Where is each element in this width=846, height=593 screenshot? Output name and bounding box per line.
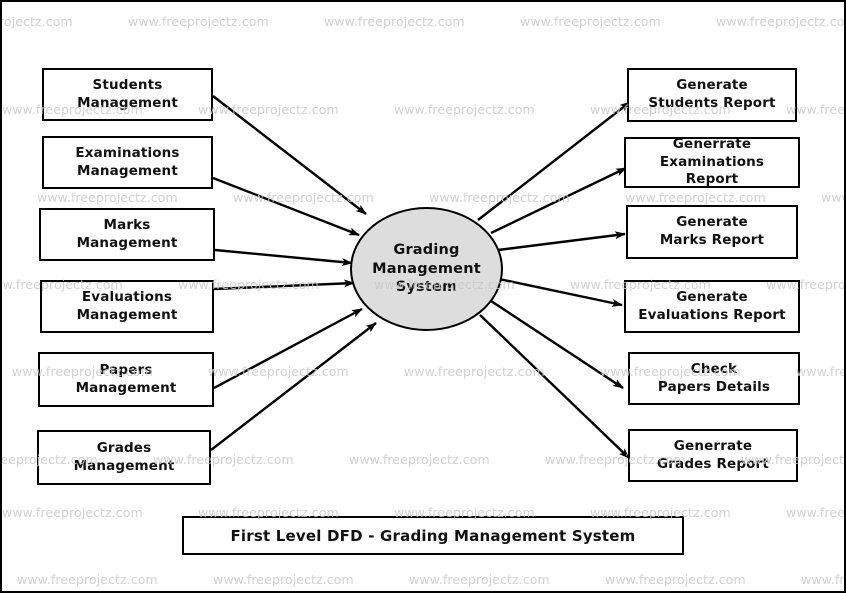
entity-check-papers-details[interactable]: Check Papers Details bbox=[628, 352, 800, 405]
entity-label-line1: Check bbox=[690, 360, 738, 377]
diagram-caption-label: First Level DFD - Grading Management Sys… bbox=[230, 526, 636, 545]
arrow-process-to-marks-report bbox=[497, 231, 626, 252]
entity-label: Examinations Management bbox=[69, 145, 185, 181]
arrow-process-to-examinations-report bbox=[490, 166, 627, 235]
entity-label-line1: Generate bbox=[676, 214, 748, 231]
entity-label: Grades Management bbox=[68, 440, 181, 476]
arrow-evaluations-to-process bbox=[213, 279, 355, 291]
entity-label-line1: Students bbox=[92, 76, 163, 93]
entity-generate-students-report[interactable]: Generate Students Report bbox=[627, 68, 797, 122]
entity-label: Check Papers Details bbox=[652, 361, 776, 397]
arrow-students-to-process bbox=[212, 95, 367, 215]
entity-label: Marks Management bbox=[71, 217, 184, 253]
entity-generate-examinations-report[interactable]: Generrate Examinations Report bbox=[624, 136, 800, 189]
entity-label-line1: Marks bbox=[103, 216, 151, 233]
entity-label-line2: Management bbox=[76, 306, 178, 323]
entity-marks-management[interactable]: Marks Management bbox=[39, 208, 215, 261]
arrow-marks-to-process bbox=[214, 248, 353, 267]
entity-label-line2: Management bbox=[73, 457, 175, 474]
entity-label-line2: Management bbox=[77, 162, 178, 179]
entity-label: Evaluations Management bbox=[71, 289, 184, 325]
entity-label-line1: Grades bbox=[96, 439, 152, 456]
entity-label-line1: Evaluations bbox=[81, 288, 173, 305]
entity-label-line1: Generrate bbox=[673, 437, 753, 454]
process-grading-management-system[interactable]: Grading Management System bbox=[350, 207, 503, 331]
entity-label-line1: Generate bbox=[676, 288, 748, 305]
entity-grades-management[interactable]: Grades Management bbox=[37, 430, 211, 485]
process-label-line2: Management bbox=[372, 260, 481, 277]
entity-label: Generrate Grades Report bbox=[651, 438, 775, 474]
process-label-line3: System bbox=[395, 279, 458, 296]
entity-label-line2: Management bbox=[76, 234, 178, 251]
process-label: Grading Management System bbox=[372, 241, 481, 297]
entity-label: Generate Marks Report bbox=[654, 214, 770, 250]
arrow-process-to-evaluations-report bbox=[498, 277, 623, 307]
entity-label-line1: Generrate bbox=[672, 135, 752, 152]
entity-label-line2: Papers Details bbox=[657, 378, 771, 395]
entity-label-line2: Management bbox=[75, 379, 177, 396]
arrow-process-to-grades-report bbox=[479, 314, 630, 459]
entity-label: Papers Management bbox=[70, 362, 183, 398]
arrow-papers-to-process bbox=[213, 307, 363, 390]
entity-label-line1: Generate bbox=[676, 77, 748, 94]
arrow-examinations-to-process bbox=[212, 176, 360, 237]
entity-label: Generate Evaluations Report bbox=[632, 289, 791, 325]
entity-label: Generate Students Report bbox=[642, 77, 781, 113]
entity-label-line2: Management bbox=[77, 94, 178, 111]
entity-label-line2: Evaluations Report bbox=[638, 306, 786, 323]
arrow-process-to-papers-details bbox=[490, 299, 624, 390]
entity-label: Students Management bbox=[71, 77, 184, 113]
entity-label-line1: Papers bbox=[99, 361, 153, 378]
entity-examinations-management[interactable]: Examinations Management bbox=[42, 136, 213, 189]
entity-generate-marks-report[interactable]: Generate Marks Report bbox=[626, 205, 798, 259]
entity-generate-evaluations-report[interactable]: Generate Evaluations Report bbox=[624, 280, 800, 333]
arrow-grades-to-process bbox=[210, 322, 377, 451]
entity-label-line2: Grades Report bbox=[657, 455, 769, 472]
entity-label-line2: Students Report bbox=[648, 95, 776, 111]
process-label-line1: Grading bbox=[393, 242, 460, 259]
entity-label-line1: Examinations bbox=[75, 144, 180, 161]
diagram-caption-box: First Level DFD - Grading Management Sys… bbox=[182, 516, 684, 555]
entity-label-line2: Examinations Report bbox=[659, 153, 765, 188]
entity-label: Generrate Examinations Report bbox=[626, 136, 798, 189]
entity-papers-management[interactable]: Papers Management bbox=[38, 352, 214, 407]
arrow-process-to-students-report bbox=[477, 101, 631, 221]
entity-generate-grades-report[interactable]: Generrate Grades Report bbox=[628, 429, 798, 482]
entity-evaluations-management[interactable]: Evaluations Management bbox=[40, 280, 214, 333]
entity-students-management[interactable]: Students Management bbox=[42, 68, 213, 121]
entity-label-line2: Marks Report bbox=[659, 232, 765, 248]
